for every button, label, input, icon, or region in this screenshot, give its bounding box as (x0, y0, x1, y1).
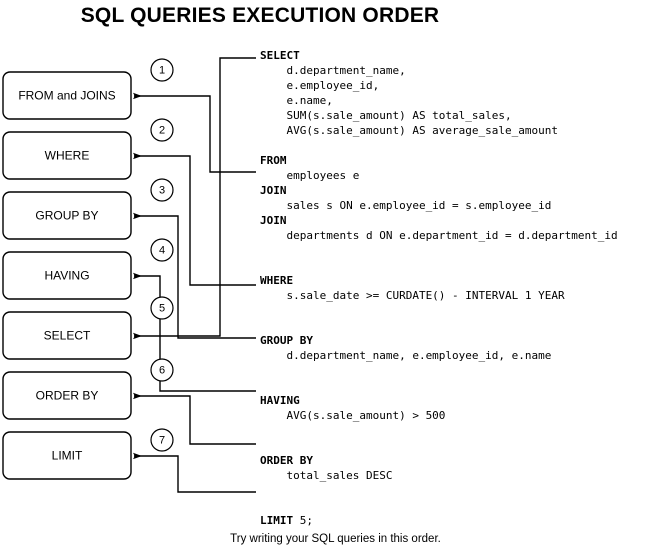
sql-keyword-where: WHERE (260, 274, 294, 287)
step-number-1: 1 (150, 58, 174, 82)
step-number-3: 3 (150, 178, 174, 202)
stage-label: LIMIT (52, 449, 83, 463)
stage-box-rect (2, 131, 132, 180)
step-circle (150, 296, 174, 320)
step-number-5: 5 (150, 296, 174, 320)
page-title: SQL QUERIES EXECUTION ORDER (80, 4, 440, 27)
stage-label: FROM and JOINS (18, 89, 115, 103)
sql-clause-where: WHERE s.sale_date >= CURDATE() - INTERVA… (260, 273, 671, 303)
sql-keyword-limit: LIMIT (260, 514, 294, 527)
sql-body-having: AVG(s.sale_amount) > 500 (260, 409, 446, 422)
sql-clause-select: SELECT d.department_name, e.employee_id,… (260, 48, 671, 138)
sql-clause-group-by: GROUP BY d.department_name, e.employee_i… (260, 333, 671, 363)
sql-body-limit: 5; (293, 514, 313, 527)
step-circle (150, 178, 174, 202)
sql-gap (260, 363, 671, 378)
sql-body-group-by: d.department_name, e.employee_id, e.name (260, 349, 552, 362)
sql-clause-having: HAVING AVG(s.sale_amount) > 500 (260, 393, 671, 423)
sql-gap (260, 258, 671, 273)
stage-box-rect (2, 251, 132, 300)
step-circle (150, 58, 174, 82)
connector-limit-to-stage-7 (133, 452, 256, 493)
step-number-6: 6 (150, 358, 174, 382)
footer-note: Try writing your SQL queries in this ord… (230, 533, 441, 545)
stage-label: WHERE (45, 149, 90, 163)
connector-group-by-to-stage-3 (133, 212, 256, 339)
stage-label: GROUP BY (35, 209, 98, 223)
sql-body-from: employees e (260, 169, 360, 182)
sql-keyword-having: HAVING (260, 394, 300, 407)
sql-clause-limit: LIMIT 5; (260, 513, 671, 528)
step-circle (150, 358, 174, 382)
connector-from-to-stage-1 (133, 92, 256, 173)
step-number-7: 7 (150, 428, 174, 452)
step-number-label: 7 (159, 434, 165, 446)
sql-keyword-group-by: GROUP BY (260, 334, 313, 347)
sql-body-select: d.department_name, e.employee_id, e.name… (286, 64, 559, 137)
connector-select-to-stage-5 (133, 57, 256, 340)
step-number-4: 4 (150, 238, 174, 262)
step-number-2: 2 (150, 118, 174, 142)
stage-box-where[interactable]: WHERE (2, 131, 132, 180)
step-circle (150, 238, 174, 262)
connector-having-to-stage-4 (133, 272, 256, 392)
step-number-label: 4 (159, 244, 165, 256)
stage-box-select[interactable]: SELECT (2, 311, 132, 360)
sql-gap (260, 438, 671, 453)
sql-keyword-order-by: ORDER BY (260, 454, 313, 467)
sql-body-join-1: sales s ON e.employee_id = s.employee_id (260, 199, 552, 212)
sql-gap (260, 423, 671, 438)
sql-keyword-join-2: JOIN (260, 214, 287, 227)
sql-gap (260, 318, 671, 333)
connector-where-to-stage-2 (133, 152, 256, 286)
sql-clause-join-2: JOIN departments d ON e.department_id = … (260, 213, 671, 243)
stage-box-rect (2, 431, 132, 480)
sql-clause-join-1: JOIN sales s ON e.employee_id = s.employ… (260, 183, 671, 213)
stage-box-rect (2, 371, 132, 420)
step-circle (150, 428, 174, 452)
sql-body-where: s.sale_date >= CURDATE() - INTERVAL 1 YE… (260, 289, 565, 302)
sql-gap (260, 498, 671, 513)
stage-label: HAVING (44, 269, 89, 283)
sql-keyword-select: SELECT (260, 49, 300, 62)
sql-query-block: SELECT d.department_name, e.employee_id,… (260, 48, 671, 528)
stage-label: SELECT (44, 329, 91, 343)
stage-box-order-by[interactable]: ORDER BY (2, 371, 132, 420)
step-number-label: 5 (159, 302, 165, 314)
sql-clause-from: FROM employees e (260, 153, 671, 183)
sql-gap (260, 243, 671, 258)
sql-gap (260, 378, 671, 393)
stage-box-rect (2, 311, 132, 360)
stage-box-having[interactable]: HAVING (2, 251, 132, 300)
sql-keyword-from: FROM (260, 154, 287, 167)
stage-box-from-and-joins[interactable]: FROM and JOINS (2, 71, 132, 120)
step-circle (150, 118, 174, 142)
stage-label: ORDER BY (36, 389, 99, 403)
sql-body-join-2: departments d ON e.department_id = d.dep… (260, 229, 618, 242)
step-number-label: 3 (159, 184, 165, 196)
sql-gap (260, 138, 671, 153)
stage-box-rect (2, 71, 132, 120)
stage-box-group-by[interactable]: GROUP BY (2, 191, 132, 240)
sql-gap (260, 303, 671, 318)
sql-clause-order-by: ORDER BY total_sales DESC (260, 453, 671, 483)
stage-box-rect (2, 191, 132, 240)
connector-order-by-to-stage-6 (133, 392, 256, 445)
stage-box-limit[interactable]: LIMIT (2, 431, 132, 480)
sql-body-order-by: total_sales DESC (260, 469, 393, 482)
step-number-label: 6 (159, 364, 165, 376)
step-number-label: 1 (159, 64, 165, 76)
sql-keyword-join-1: JOIN (260, 184, 287, 197)
sql-gap (260, 483, 671, 498)
step-number-label: 2 (159, 124, 165, 136)
